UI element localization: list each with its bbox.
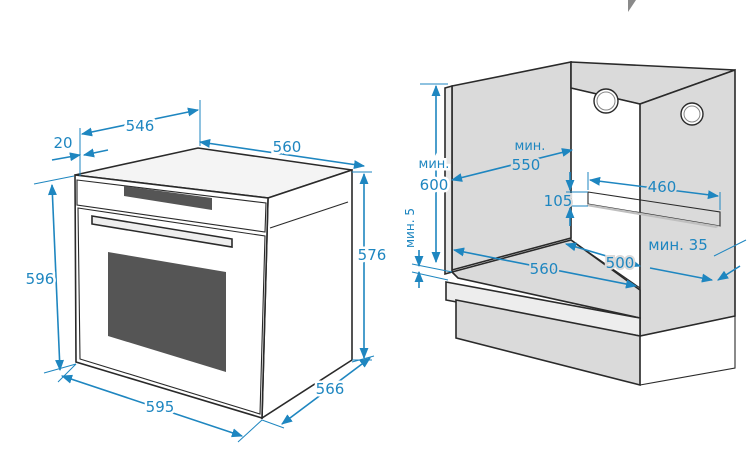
dim-label-546: 546 [126,117,155,135]
dim-line-550 [450,148,574,182]
oven-window [108,252,226,372]
dim-line-560-cab [452,247,638,289]
dim-line-500 [564,242,642,268]
dim-label-500: 500 [606,254,635,272]
dim-label-20: 20 [53,134,72,152]
dim-label-460: 460 [648,178,677,196]
dim-line-460 [588,176,720,200]
dim-label-600-prefix: мин. [419,157,450,172]
dim-label-550-prefix: мин. [515,139,546,154]
dim-line-546 [80,107,200,137]
oven-control-panel [76,179,267,233]
dim-label-35: мин. 35 [648,236,708,254]
dim-line-566 [281,357,371,425]
cabinet-drawing [444,61,736,387]
dim-line-560-top [198,139,366,169]
dim-label-596: 596 [26,270,55,288]
dim-label-560-top: 560 [273,138,302,156]
dim-line-595 [60,374,244,438]
oven-handle [91,215,233,248]
dim-label-560-cab: 560 [530,260,559,278]
dim-line-35 [649,267,714,283]
corner-mark [628,0,636,12]
oven-display [124,186,212,210]
oven-side-trim [269,201,349,229]
dim-label-576: 576 [358,246,387,264]
dim-line-596 [47,183,65,372]
dim-label-5: мин. 5 [403,208,417,248]
dim-label-595: 595 [146,398,175,416]
dim-line-20 [51,152,82,162]
dim-label-566: 566 [316,380,345,398]
oven-dimensions: 546 20 560 576 596 595 566 [23,100,389,443]
oven-drawing [74,147,353,420]
dim-label-600: 600 [420,176,449,194]
dim-label-550: 550 [512,156,541,174]
oven-door [77,207,266,415]
cabinet-dimensions: мин. 600 мин. 5 мин. 550 460 105 560 500 [403,83,747,289]
cabinet-hole-left [593,88,619,114]
dim-label-105: 105 [544,192,573,210]
